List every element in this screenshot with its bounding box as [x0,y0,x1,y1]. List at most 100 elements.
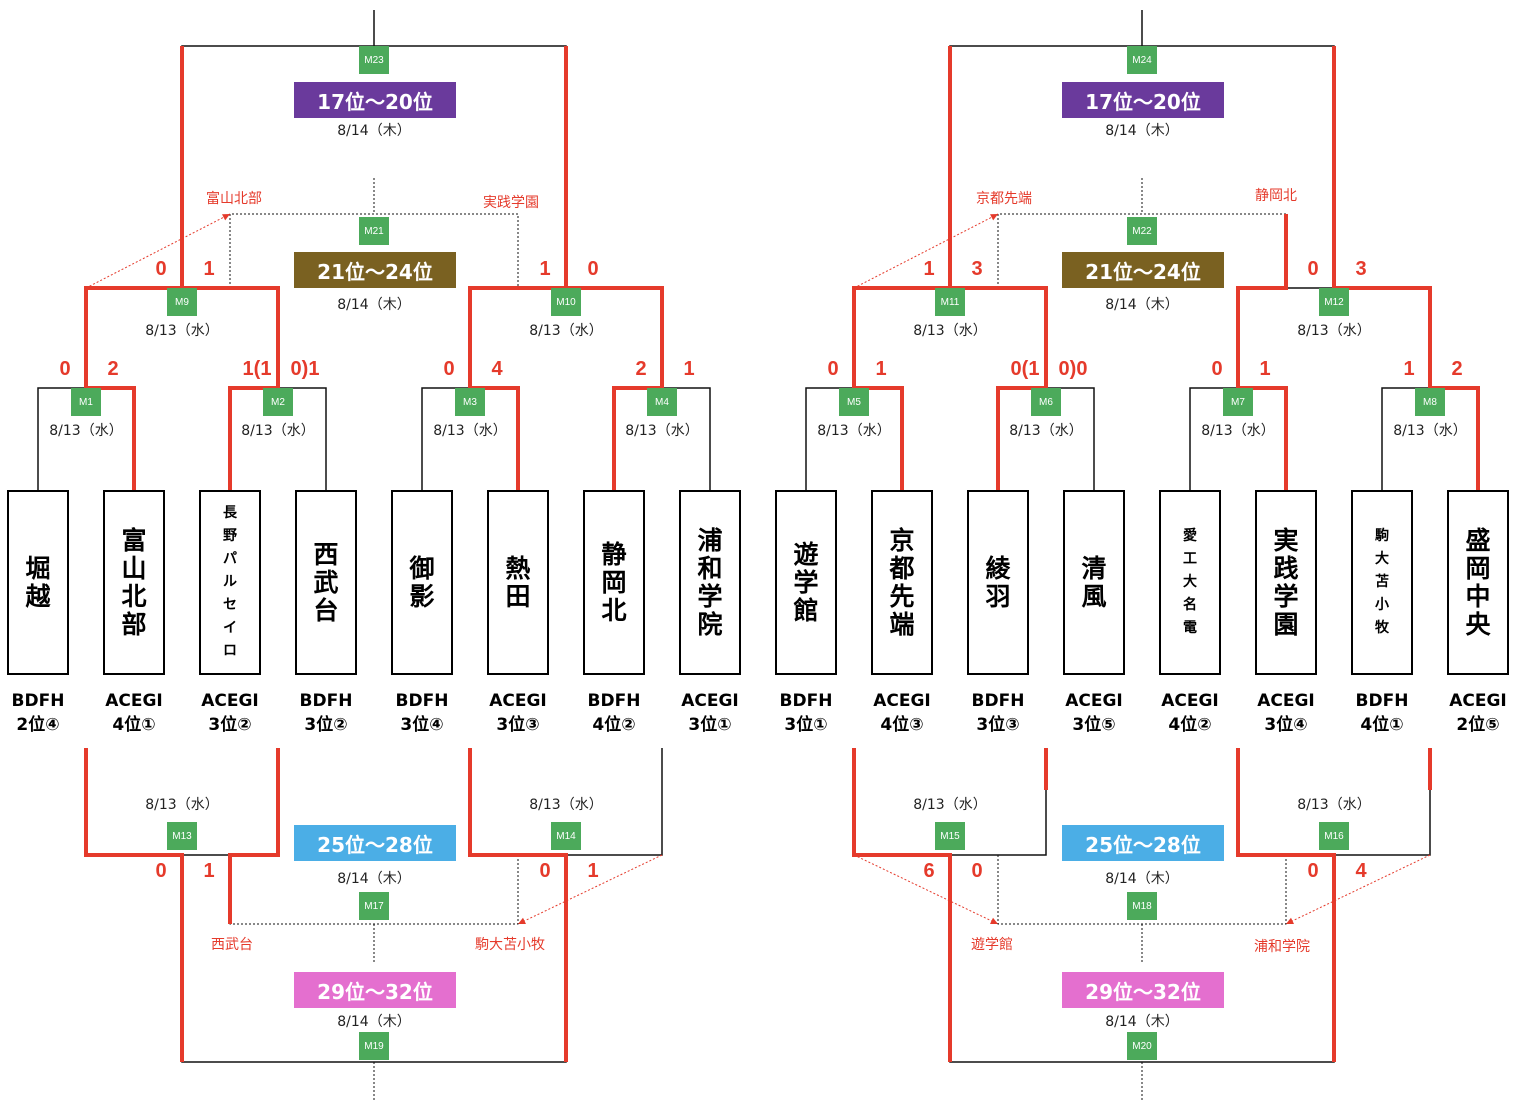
team-name-char: 園 [1273,609,1299,639]
seed-line: 3位① [688,715,732,735]
seed-line: BDFH [587,691,641,711]
team-name-char: 遊 [793,539,819,569]
score-m10-right: 0 [587,258,599,280]
rank-band-17-20-right: 17位～20位 [1062,82,1224,118]
team-name-char: 台 [313,595,339,625]
match-date: 8/13（水） [433,423,507,439]
advance-arrow-line [517,854,663,925]
score-m2-left: 1(1 [242,358,272,380]
team-name-char: 小 [1375,597,1389,614]
winner-path [468,46,568,490]
note-left-bottom-left: 西武台 [211,937,253,953]
team-box: 熱田 [487,490,549,675]
match-date: 8/13（水） [913,323,987,339]
score-m9-right: 1 [203,258,215,280]
team-name-char: セ [223,597,237,614]
seed-line: ACEGI [105,691,163,711]
arrow-head [222,214,230,221]
rank-band-29-32-right: 29位～32位 [1062,972,1224,1008]
seed-line: 3位③ [496,715,540,735]
winner-path [84,46,184,490]
team-box: 御影 [391,490,453,675]
match-box: M21 [359,217,389,245]
seed-line: 4位② [592,715,636,735]
match-box: M9 [167,288,197,316]
team-name-char: 富 [121,525,147,555]
match-box: M15 [935,822,965,850]
team-name-char: 御 [409,553,435,583]
team-name-char: 越 [25,581,51,611]
team-name-char: 愛 [1183,527,1197,544]
advance-arrow-line [85,213,231,289]
team-name-char: 綾 [985,553,1011,583]
team-seed: ACEGI 3位④ [1241,689,1331,737]
team-box: 西武台 [295,490,357,675]
score-m12-right: 3 [1355,258,1367,280]
match-date: 8/13（水） [241,423,315,439]
team-name-char: 学 [793,567,819,597]
team-name-char: ロ [223,643,237,660]
seed-line: ACEGI [1257,691,1315,711]
team-name-char: 静 [601,539,627,569]
team-name-char: ル [223,573,237,590]
team-name-char: 都 [889,553,915,583]
score-m14-left: 0 [539,860,551,882]
team-name-char: 羽 [985,581,1011,611]
team-name-char: 牧 [1375,620,1389,637]
match-box: M12 [1319,288,1349,316]
team-name-char: 熱 [505,553,531,583]
seed-line: 3位② [208,715,252,735]
score-m7-right: 1 [1259,358,1271,380]
team-name-char: 田 [505,581,531,611]
team-name-char: 中 [1465,581,1491,611]
seed-line: ACEGI [1065,691,1123,711]
rank-band-25-28-right: 25位～28位 [1062,825,1224,861]
match-box: M23 [359,46,389,74]
match-date: 8/13（水） [1393,423,1467,439]
team-name-char: イ [223,620,237,637]
seed-line: 4位① [112,715,156,735]
seed-line: ACEGI [681,691,739,711]
team-name-char: 践 [1273,553,1299,583]
match-date: 8/13（水） [913,797,987,813]
team-box: 長野パルセイロ [199,490,261,675]
seed-line: ACEGI [873,691,931,711]
winner-path [852,748,952,1062]
team-name-char: 大 [1375,550,1389,567]
match-box: M6 [1031,388,1061,416]
score-m1-right: 2 [107,358,119,380]
team-name-char: 影 [409,581,435,611]
match-box: M7 [1223,388,1253,416]
team-name-char: 西 [313,539,339,569]
match-date: 8/14（木） [337,871,411,887]
match-date: 8/13（水） [1201,423,1275,439]
seed-line: 3位① [784,715,828,735]
match-box: M8 [1415,388,1445,416]
consolation-bracket-line [229,213,519,288]
score-m1-left: 0 [59,358,71,380]
team-box: 京都先端 [871,490,933,675]
score-m15-left: 6 [923,860,935,882]
seed-line: 3位④ [1264,715,1308,735]
seed-line: BDFH [1355,691,1409,711]
team-box: 駒大苫小牧 [1351,490,1413,675]
match-box: M16 [1319,822,1349,850]
team-name-char: 工 [1183,550,1197,567]
team-box: 実践学園 [1255,490,1317,675]
match-date: 8/13（水） [529,323,603,339]
seed-line: 2位⑤ [1456,715,1500,735]
team-name-char: 盛 [1465,525,1491,555]
match-box: M10 [551,288,581,316]
match-date: 8/13（水） [1297,323,1371,339]
arrow-head [990,917,998,925]
team-name-char: 山 [121,553,147,583]
match-box: M19 [359,1032,389,1060]
rank-band-17-20-left: 17位～20位 [294,82,456,118]
score-m10-left: 1 [539,258,551,280]
seed-line: ACEGI [1161,691,1219,711]
